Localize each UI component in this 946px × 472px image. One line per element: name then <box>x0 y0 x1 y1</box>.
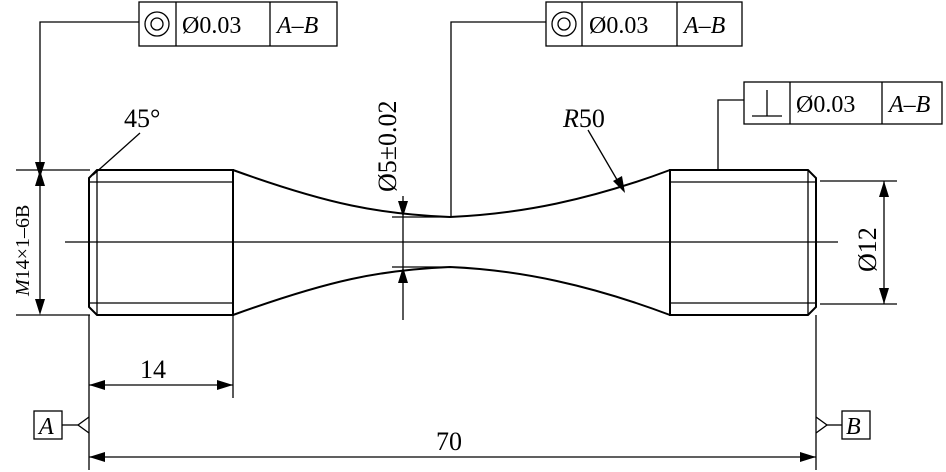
end-dia-label: Ø12 <box>853 227 882 272</box>
thread-label: M14×1–6B <box>12 205 34 297</box>
end-dia-dimension: Ø12 <box>820 180 897 305</box>
concentricity-icon <box>144 11 170 37</box>
radius-label: R50 <box>562 104 605 133</box>
thread-length-label: 14 <box>140 355 166 384</box>
neck-dimension: Ø5±0.02 <box>373 100 450 320</box>
fcf-right: Ø0.03 A–B <box>743 81 943 125</box>
perpendicularity-icon <box>752 90 782 117</box>
neck-dia-label: Ø5±0.02 <box>373 100 402 192</box>
datum-a-label: A <box>37 414 54 440</box>
fcf-datum: A–B <box>887 92 931 118</box>
chamfer-leader <box>92 132 141 176</box>
thread-dimension: M14×1–6B <box>12 169 90 316</box>
fcf-tolerance: Ø0.03 <box>589 13 648 39</box>
fcf-top-mid: Ø0.03 A–B <box>545 1 743 47</box>
leader-right <box>717 99 744 170</box>
fcf-top-left: Ø0.03 A–B <box>138 1 338 47</box>
chamfer-label: 45° <box>124 104 160 133</box>
thread-length-dimension: 14 <box>88 315 234 398</box>
datum-a: A <box>33 410 90 440</box>
fcf-datum: A–B <box>682 13 726 39</box>
concentricity-icon <box>551 11 577 37</box>
fcf-datum: A–B <box>275 13 319 39</box>
radius-leader-arrow <box>613 176 625 193</box>
leader-mid <box>450 21 546 217</box>
fcf-tolerance: Ø0.03 <box>182 13 241 39</box>
leader-left <box>39 21 139 175</box>
datum-b: B <box>815 410 871 440</box>
datum-b-label: B <box>846 414 861 440</box>
fcf-tolerance: Ø0.03 <box>796 92 855 118</box>
total-length-dimension: 70 <box>88 315 817 470</box>
total-length-label: 70 <box>436 427 462 456</box>
